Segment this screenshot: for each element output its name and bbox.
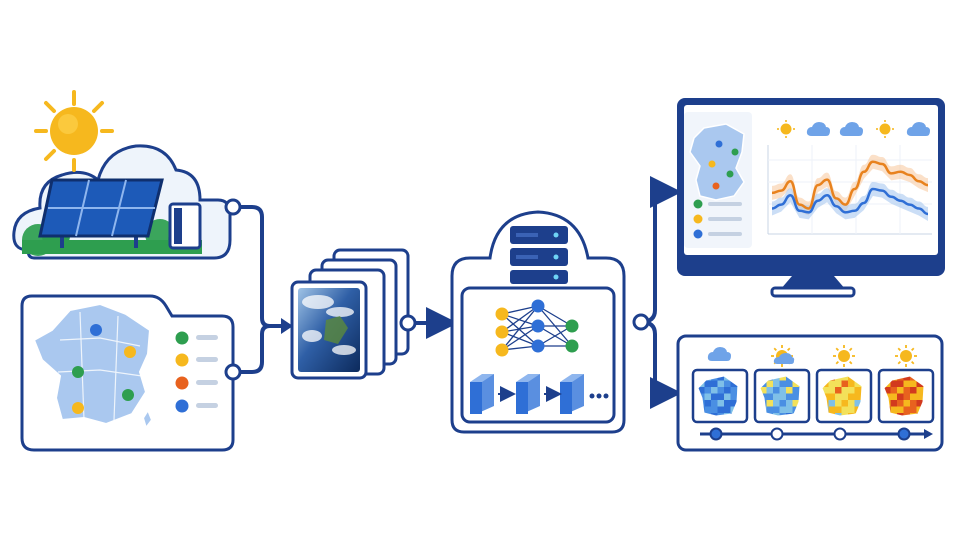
connector-model-to-monitor bbox=[639, 176, 682, 324]
sun-icon bbox=[895, 345, 917, 367]
solar-panel-icon bbox=[38, 178, 164, 248]
battery-icon bbox=[168, 202, 202, 250]
station-marker bbox=[72, 366, 84, 378]
cloud-icon bbox=[806, 122, 830, 136]
connector-node-satellite bbox=[399, 314, 417, 332]
sun-icon bbox=[777, 120, 795, 138]
cloud-icon bbox=[707, 347, 731, 361]
cloud-icon bbox=[839, 122, 863, 136]
forecast-maps-card bbox=[676, 334, 944, 452]
legend bbox=[175, 331, 218, 413]
timeline-point bbox=[897, 427, 911, 441]
solar-source-card bbox=[12, 90, 232, 260]
station-marker bbox=[124, 346, 136, 358]
sun-icon bbox=[34, 90, 114, 172]
connector-node-map bbox=[224, 363, 242, 381]
conv-layers-icon bbox=[470, 374, 609, 414]
connector-node-solar bbox=[224, 198, 242, 216]
ellipsis-icon bbox=[589, 393, 609, 399]
weather-icons bbox=[777, 120, 930, 138]
conv-block bbox=[516, 374, 540, 414]
legend bbox=[693, 199, 742, 239]
cloud-icon bbox=[906, 122, 930, 136]
sun-icon bbox=[876, 120, 894, 138]
series-a-band bbox=[772, 154, 928, 216]
conv-block bbox=[560, 374, 584, 414]
arrow-head-merge bbox=[281, 318, 293, 334]
monitor-icon bbox=[677, 98, 945, 298]
model-card bbox=[450, 210, 626, 434]
server-icon bbox=[510, 226, 568, 284]
france-map-icon bbox=[689, 123, 745, 201]
connector-model-to-forecast bbox=[639, 320, 682, 409]
neural-network-icon bbox=[495, 299, 579, 357]
sun-icon bbox=[833, 345, 855, 367]
conv-block bbox=[470, 374, 494, 414]
timeline-icon bbox=[700, 427, 933, 441]
stations-map-card bbox=[20, 294, 235, 452]
forecast-line-chart bbox=[767, 145, 932, 235]
connector-node-model bbox=[632, 313, 650, 331]
connector-solar-to-merge bbox=[231, 205, 284, 328]
timeline-point bbox=[709, 427, 723, 441]
station-marker bbox=[90, 324, 102, 336]
connector-map-to-merge bbox=[231, 324, 272, 374]
station-markers bbox=[72, 324, 136, 414]
timeline-point bbox=[833, 427, 847, 441]
timeline-point bbox=[770, 427, 784, 441]
station-marker bbox=[72, 402, 84, 414]
satellite-image-stack-icon bbox=[290, 248, 410, 380]
series-b-line bbox=[771, 187, 929, 216]
sun-cloud-icon bbox=[771, 345, 795, 367]
series-a-line bbox=[771, 160, 929, 210]
station-marker bbox=[122, 389, 134, 401]
